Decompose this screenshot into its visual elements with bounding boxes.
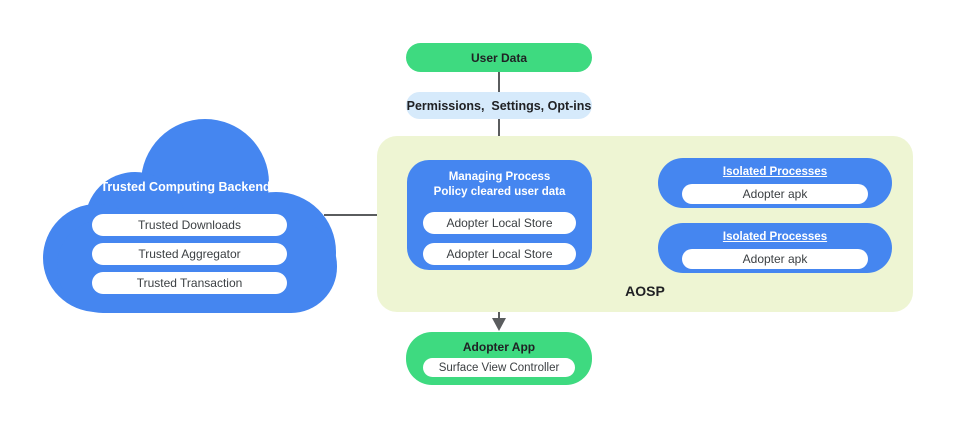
adopter-local-store-1: Adopter Local Store <box>423 212 576 234</box>
managing-process-node: Managing Process Policy cleared user dat… <box>407 160 592 270</box>
isolated-processes-title-2: Isolated Processes <box>722 231 828 243</box>
permissions-label: Permissions, Settings, Opt-ins <box>406 98 592 113</box>
isolated-processes-node-2: Isolated Processes Adopter apk <box>658 223 892 273</box>
cloud-item-trusted-transaction: Trusted Transaction <box>92 272 287 294</box>
connector-cloud-managing <box>324 214 408 216</box>
cloud-title: Trusted Computing Backends <box>100 179 278 194</box>
isolated-processes-title-1: Isolated Processes <box>722 166 828 178</box>
surface-view-controller: Surface View Controller <box>423 358 575 377</box>
managing-process-title-line2: Policy cleared user data <box>433 185 566 198</box>
permissions-node: Permissions, Settings, Opt-ins <box>406 92 592 119</box>
aosp-label: AOSP <box>625 283 665 299</box>
user-data-node: User Data <box>406 43 592 72</box>
cloud-item-trusted-aggregator: Trusted Aggregator <box>92 243 287 265</box>
adopter-apk-1: Adopter apk <box>682 184 868 204</box>
adopter-app-node: Adopter App Surface View Controller <box>406 332 592 385</box>
adopter-app-title: Adopter App <box>462 340 536 354</box>
connector-userdata-permissions <box>498 72 500 93</box>
managing-process-title-line1: Managing Process <box>448 170 551 183</box>
adopter-apk-2: Adopter apk <box>682 249 868 269</box>
user-data-label: User Data <box>470 50 528 65</box>
adopter-local-store-2: Adopter Local Store <box>423 243 576 265</box>
isolated-processes-node-1: Isolated Processes Adopter apk <box>658 158 892 208</box>
arrowhead-down-icon <box>492 318 506 331</box>
cloud-item-trusted-downloads: Trusted Downloads <box>92 214 287 236</box>
